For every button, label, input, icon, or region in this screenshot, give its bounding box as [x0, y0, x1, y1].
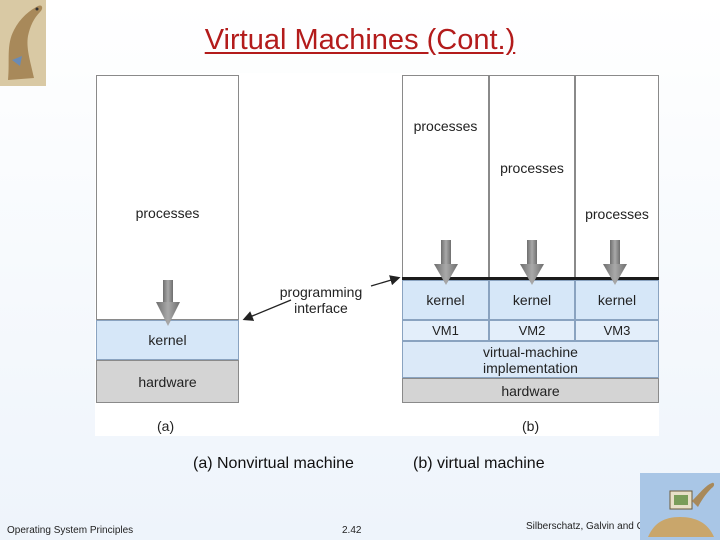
b-kernel-box-1: kernel [402, 280, 489, 320]
a-hardware-box: hardware [96, 360, 239, 403]
b-processes-label-3: processes [585, 206, 649, 222]
a-kernel-label: kernel [148, 332, 187, 348]
dinosaur-logo-icon [0, 0, 46, 86]
b-kernel-label-3: kernel [597, 292, 637, 308]
b-kernel-box-2: kernel [489, 280, 575, 320]
b-vm1-box: VM1 [402, 320, 489, 341]
b-processes-box-1: processes [402, 75, 489, 279]
b-kernel-label-2: kernel [512, 292, 552, 308]
b-vm1-label: VM1 [432, 322, 459, 338]
b-vm-impl-line1: virtual-machine [483, 343, 578, 360]
b-processes-label-2: processes [500, 160, 564, 176]
b-processes-label-1: processes [413, 118, 478, 134]
b-hardware-box: hardware [402, 378, 659, 403]
dinosaur-computer-logo-icon [640, 473, 720, 540]
b-down-arrow-icon-1 [434, 240, 458, 285]
b-vm-impl-line2: implementation [483, 359, 578, 376]
a-down-arrow-icon [156, 280, 180, 326]
vm-diagram: processes kernel hardware (a) processes … [95, 73, 659, 436]
b-vm2-box: VM2 [489, 320, 575, 341]
footer-left: Operating System Principles [7, 525, 134, 536]
b-label: (b) [522, 418, 540, 434]
a-kernel-box: kernel [96, 320, 239, 360]
caption-b: (b) virtual machine [413, 455, 545, 472]
a-label: (a) [157, 418, 175, 434]
a-processes-label: processes [135, 204, 200, 221]
b-down-arrow-icon-2 [520, 240, 544, 285]
programming-interface-line1: programming [279, 284, 363, 300]
b-down-arrow-icon-3 [603, 240, 627, 285]
b-vm2-label: VM2 [518, 322, 546, 338]
slide-title: Virtual Machines (Cont.) [204, 24, 516, 56]
a-hardware-label: hardware [138, 373, 197, 390]
footer-page-number: 2.42 [342, 525, 362, 536]
programming-interface-line2: interface [294, 300, 348, 316]
footer-right: Silberschatz, Galvin and Gagne ©2005 [526, 521, 700, 532]
b-kernel-label-1: kernel [426, 292, 465, 308]
b-kernel-box-3: kernel [575, 280, 659, 320]
b-vm3-label: VM3 [603, 322, 631, 338]
pointer-arrow-b-icon [370, 275, 401, 287]
programming-interface-label: programming interface [271, 284, 371, 316]
b-hardware-label: hardware [501, 382, 560, 399]
b-vm-implementation-box: virtual-machine implementation [402, 341, 659, 378]
caption-a: (a) Nonvirtual machine [193, 455, 354, 472]
pointer-arrow-a-icon [242, 299, 292, 321]
b-vm3-box: VM3 [575, 320, 659, 341]
arrows-overlay [156, 240, 627, 326]
